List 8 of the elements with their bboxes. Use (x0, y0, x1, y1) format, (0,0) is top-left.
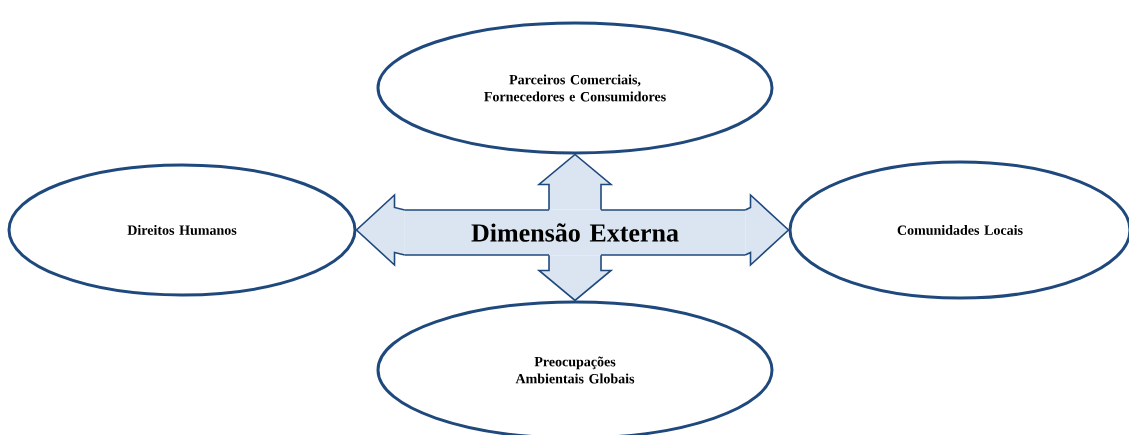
arrow (536, 254, 614, 302)
node-label: Dimensão Externa (471, 223, 679, 242)
cross-arrow-center: Dimensão Externa (404, 209, 746, 256)
arrow (744, 193, 790, 267)
arrow (355, 193, 406, 267)
arrow (536, 153, 614, 211)
ellipse-node: Direitos Humanos (7, 163, 357, 297)
ellipse-node: Parceiros Comerciais, Fornecedores e Consumidores (376, 21, 774, 155)
